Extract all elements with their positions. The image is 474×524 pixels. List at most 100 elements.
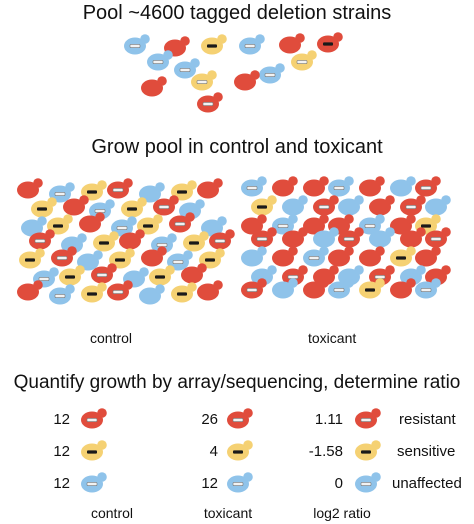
toxicant-unaffected-icon <box>227 472 253 493</box>
toxicant-strain-icon <box>369 227 395 248</box>
control-count-sensitive: 12 <box>53 443 70 460</box>
toxicant-strain-icon <box>303 176 329 197</box>
column-label-log2: log2 ratio <box>313 505 371 521</box>
toxicant-strain-icon <box>313 195 339 216</box>
log2-ratio-sensitive: -1.58 <box>308 443 343 460</box>
toxicant-strain-icon <box>415 278 441 299</box>
control-strain-icon <box>91 263 117 284</box>
pool-strain-icon <box>291 50 317 71</box>
toxicant-strain-icon <box>303 214 329 235</box>
toxicant-strain-icon <box>415 176 441 197</box>
toxicant-strain-icon <box>313 265 339 286</box>
control-strain-icon <box>107 178 133 199</box>
toxicant-count-resistant: 26 <box>201 411 218 428</box>
control-strain-icon <box>21 216 47 237</box>
toxicant-strain-icon <box>425 195 451 216</box>
toxicant-strain-icon <box>241 176 267 197</box>
control-strain-icon <box>29 229 55 250</box>
pool-strain-icon <box>201 34 227 55</box>
control-strain-icon <box>141 246 167 267</box>
log2-ratio-unaffected: 0 <box>334 475 343 492</box>
control-strain-icon <box>149 265 175 286</box>
toxicant-strain-icon <box>338 195 364 216</box>
toxicant-strain-icon <box>251 227 277 248</box>
category-resistant: resistant <box>399 411 456 428</box>
toxicant-strain-icon <box>272 176 298 197</box>
control-sensitive-icon <box>81 440 107 461</box>
toxicant-strain-icon <box>303 278 329 299</box>
control-strain-icon <box>169 212 195 233</box>
control-strain-icon <box>119 229 145 250</box>
category-unaffected: unaffected <box>392 475 462 492</box>
toxicant-label: toxicant <box>308 330 357 346</box>
control-strain-icon <box>49 284 75 305</box>
control-resistant-icon <box>81 408 107 429</box>
control-strain-icon <box>19 248 45 269</box>
toxicant-strain-icon <box>241 278 267 299</box>
toxicant-count-unaffected: 12 <box>201 475 218 492</box>
control-strain-icon <box>79 212 105 233</box>
control-strain-icon <box>183 231 209 252</box>
grow-title: Grow pool in control and toxicant <box>91 136 383 158</box>
toxicant-strain-icon <box>359 246 385 267</box>
quantify-title: Quantify growth by array/sequencing, det… <box>13 372 461 393</box>
pool-strain-icon <box>191 70 217 91</box>
control-strain-icon <box>181 263 207 284</box>
control-count-resistant: 12 <box>53 411 70 428</box>
toxicant-strain-icon <box>328 176 354 197</box>
pool-strain-icon <box>141 76 167 97</box>
toxicant-strain-icon <box>415 246 441 267</box>
toxicant-count-sensitive: 4 <box>209 443 218 460</box>
toxicant-strain-icon <box>400 265 426 286</box>
toxicant-strain-icon <box>338 265 364 286</box>
control-strain-icon <box>197 280 223 301</box>
ratio-resistant-icon <box>355 408 381 429</box>
toxicant-strain-icon <box>328 278 354 299</box>
ratio-unaffected-icon <box>355 472 381 493</box>
toxicant-strain-icon <box>251 195 277 216</box>
toxicant-strain-icon <box>359 176 385 197</box>
control-strain-icon <box>17 280 43 301</box>
control-strain-icon <box>81 282 107 303</box>
toxicant-strain-icon <box>400 227 426 248</box>
toxicant-strain-icon <box>425 227 451 248</box>
toxicant-strain-icon <box>359 214 385 235</box>
pool-strain-icon <box>147 50 173 71</box>
control-strain-icon <box>179 199 205 220</box>
control-strain-icon <box>17 178 43 199</box>
control-strain-icon <box>63 195 89 216</box>
control-strain-icon <box>121 197 147 218</box>
control-strain-icon <box>31 197 57 218</box>
toxicant-strain-icon <box>400 195 426 216</box>
toxicant-sensitive-icon <box>227 440 253 461</box>
toxicant-strain-icon <box>272 214 298 235</box>
pool-strain-icon <box>279 33 305 54</box>
column-label-toxicant: toxicant <box>203 505 253 521</box>
toxicant-strain-icon <box>251 265 277 286</box>
control-strain-icon <box>197 178 223 199</box>
control-strain-icon <box>107 280 133 301</box>
pool-strain-icon <box>124 34 150 55</box>
toxicant-strain-icon <box>390 278 416 299</box>
toxicant-strain-icon <box>359 278 385 299</box>
toxicant-strain-icon <box>369 195 395 216</box>
control-strain-icon <box>61 233 87 254</box>
category-sensitive: sensitive <box>397 443 456 460</box>
control-strain-icon <box>139 284 165 305</box>
toxicant-strain-icon <box>282 195 308 216</box>
toxicant-resistant-icon <box>227 408 253 429</box>
toxicant-strain-icon <box>241 246 267 267</box>
toxicant-strain-icon <box>282 265 308 286</box>
pool-strain-icon <box>234 70 260 91</box>
control-unaffected-icon <box>81 472 107 493</box>
control-strain-icon <box>153 195 179 216</box>
toxicant-strain-icon <box>425 265 451 286</box>
toxicant-strain-icon <box>390 176 416 197</box>
toxicant-strain-icon <box>282 227 308 248</box>
pool-strain-icon <box>239 34 265 55</box>
toxicant-strain-icon <box>338 227 364 248</box>
control-label: control <box>90 330 133 346</box>
pool-strain-icon <box>259 63 285 84</box>
log2-ratio-resistant: 1.11 <box>314 411 343 428</box>
